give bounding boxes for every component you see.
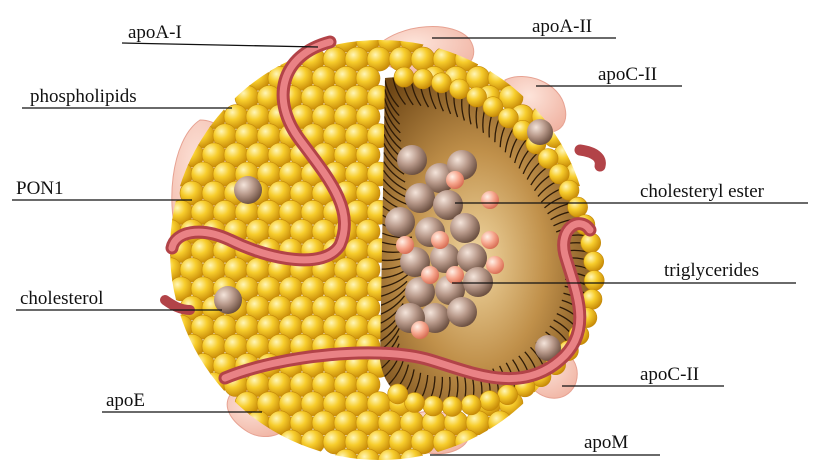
cholesteryl-ester-sphere xyxy=(463,267,493,297)
label-text: apoM xyxy=(584,432,628,453)
triglyceride-sphere xyxy=(446,171,464,189)
label-text: phospholipids xyxy=(30,86,137,107)
phospholipid-head xyxy=(498,385,518,405)
label-text: apoE xyxy=(106,390,145,411)
label-apoC-II-top: apoC-II xyxy=(536,64,682,86)
triglyceride-sphere xyxy=(486,256,504,274)
triglyceride-sphere xyxy=(481,191,499,209)
cholesterol-sphere xyxy=(234,176,262,204)
triglyceride-sphere xyxy=(396,236,414,254)
label-text: cholesterol xyxy=(20,288,103,309)
apoA-ribbon-right xyxy=(580,150,600,166)
label-PON1: PON1 xyxy=(12,178,192,200)
cholesterol-sphere xyxy=(527,119,553,145)
phospholipid-head xyxy=(423,396,443,416)
phospholipid-head xyxy=(480,391,500,411)
phospholipid-head xyxy=(488,411,512,435)
phospholipid-head xyxy=(301,430,325,454)
cholesteryl-ester-sphere xyxy=(385,207,415,237)
phospholipid-head xyxy=(394,67,414,87)
triglyceride-sphere xyxy=(481,231,499,249)
phospholipid-head xyxy=(431,73,451,93)
triglyceride-sphere xyxy=(421,266,439,284)
phospholipid-head xyxy=(568,197,588,217)
triglyceride-sphere xyxy=(431,231,449,249)
phospholipid-head xyxy=(584,252,604,272)
label-text: cholesteryl ester xyxy=(640,181,765,202)
phospholipid-head xyxy=(461,395,481,415)
cholesteryl-ester-sphere xyxy=(447,297,477,327)
label-apoC-II-bottom: apoC-II xyxy=(562,364,724,386)
phospholipid-head xyxy=(584,271,604,291)
label-apoA-I: apoA-I xyxy=(122,22,318,47)
phospholipid-head xyxy=(388,384,408,404)
cholesteryl-ester-sphere xyxy=(450,213,480,243)
triglyceride-sphere xyxy=(446,266,464,284)
label-text: apoA-I xyxy=(128,22,182,43)
cholesteryl-ester-sphere xyxy=(405,183,435,213)
label-text: apoC-II xyxy=(598,64,657,85)
phospholipid-head xyxy=(279,430,303,454)
label-text: triglycerides xyxy=(664,260,759,281)
label-text: PON1 xyxy=(16,178,64,199)
cholesteryl-ester-sphere xyxy=(397,145,427,175)
label-text: apoA-II xyxy=(532,16,592,37)
triglyceride-sphere xyxy=(411,321,429,339)
phospholipid-head xyxy=(413,69,433,89)
label-text: apoC-II xyxy=(640,364,699,385)
label-phospholipids: phospholipids xyxy=(22,86,232,108)
phospholipid-head xyxy=(442,396,462,416)
